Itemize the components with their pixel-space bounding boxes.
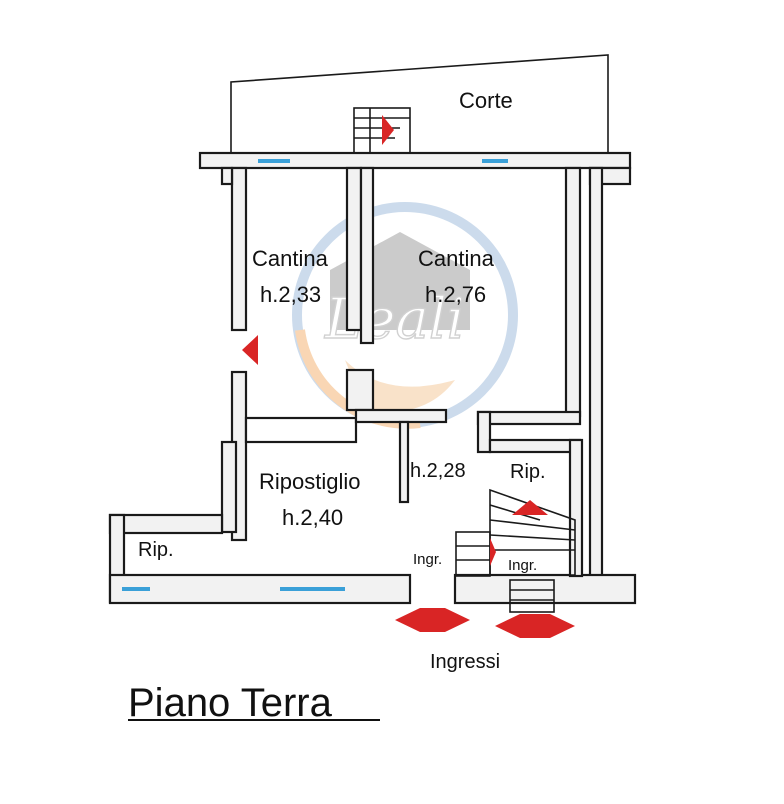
page-title: Piano Terra: [128, 681, 333, 725]
room-labels: Corte Cantina h.2,33 Cantina h.2,76 Ripo…: [138, 88, 546, 673]
watermark-logo: Leali: [292, 202, 518, 429]
label-ingressi: Ingressi: [430, 651, 500, 673]
label-cantina-left-height: h.2,33: [260, 282, 321, 307]
label-cantina-right: Cantina: [418, 246, 495, 271]
arrow-ingresso-2-icon: [495, 614, 575, 638]
arrow-courtyard-icon: [382, 115, 394, 145]
label-ripostiglio: Ripostiglio: [259, 469, 361, 494]
stairs-entry-left: [455, 531, 491, 577]
arrow-ingresso-1-icon: [395, 608, 470, 632]
label-ingr-right: Ingr.: [508, 557, 537, 574]
entry-arrows: [242, 115, 575, 638]
label-rip-left: Rip.: [138, 539, 174, 561]
label-rip-right: Rip.: [510, 461, 546, 483]
courtyard-outline: [230, 54, 609, 152]
arrow-stairs-icon: [512, 500, 548, 515]
stairs-entry-right: [509, 579, 555, 613]
walls: [108, 151, 637, 605]
stairs-courtyard: [353, 107, 411, 154]
label-corte: Corte: [459, 88, 513, 113]
arrow-left-icon: [242, 335, 258, 365]
label-cantina-right-height: h.2,76: [425, 282, 486, 307]
windows: [122, 159, 508, 591]
label-hall-height: h.2,28: [410, 460, 466, 482]
label-ripostiglio-height: h.2,40: [282, 505, 343, 530]
plan-title-group: Piano Terra: [128, 681, 380, 725]
label-ingr-left: Ingr.: [413, 551, 442, 568]
label-cantina-left: Cantina: [252, 246, 329, 271]
arrow-entry-icon: [490, 538, 496, 566]
